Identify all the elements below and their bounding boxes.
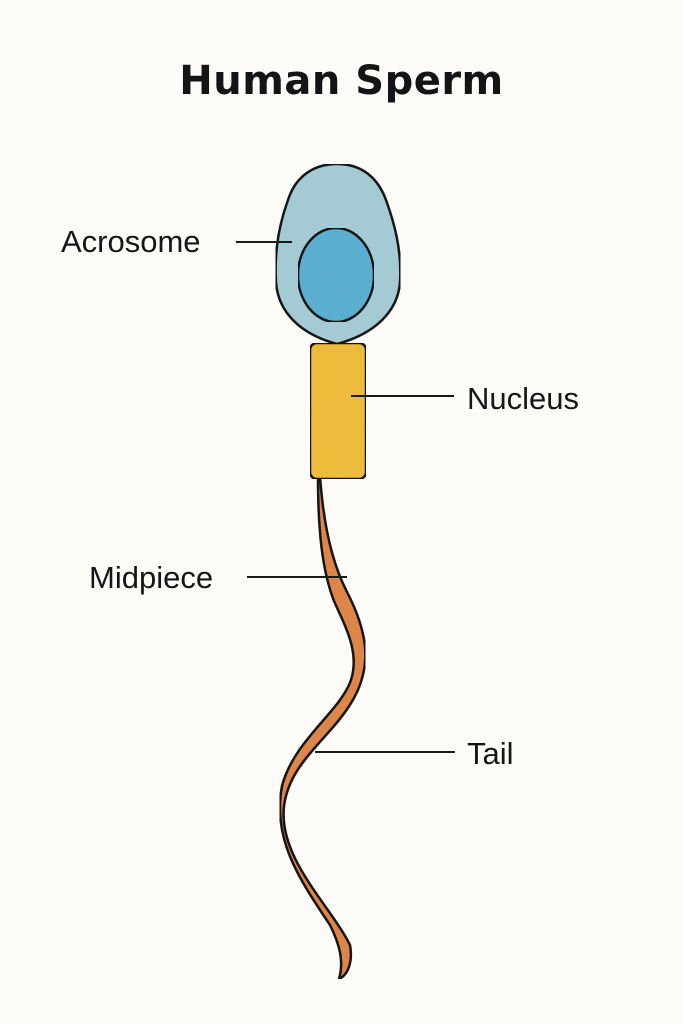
tail-label: Tail bbox=[467, 736, 514, 771]
nucleus-label: Nucleus bbox=[467, 381, 579, 416]
midpiece-label: Midpiece bbox=[89, 560, 213, 595]
diagram-title: Human Sperm bbox=[179, 58, 504, 104]
tail-shape bbox=[278, 474, 367, 981]
acrosome-label: Acrosome bbox=[61, 224, 201, 259]
nucleus-shape bbox=[296, 226, 376, 324]
midpiece-shape bbox=[308, 341, 368, 481]
